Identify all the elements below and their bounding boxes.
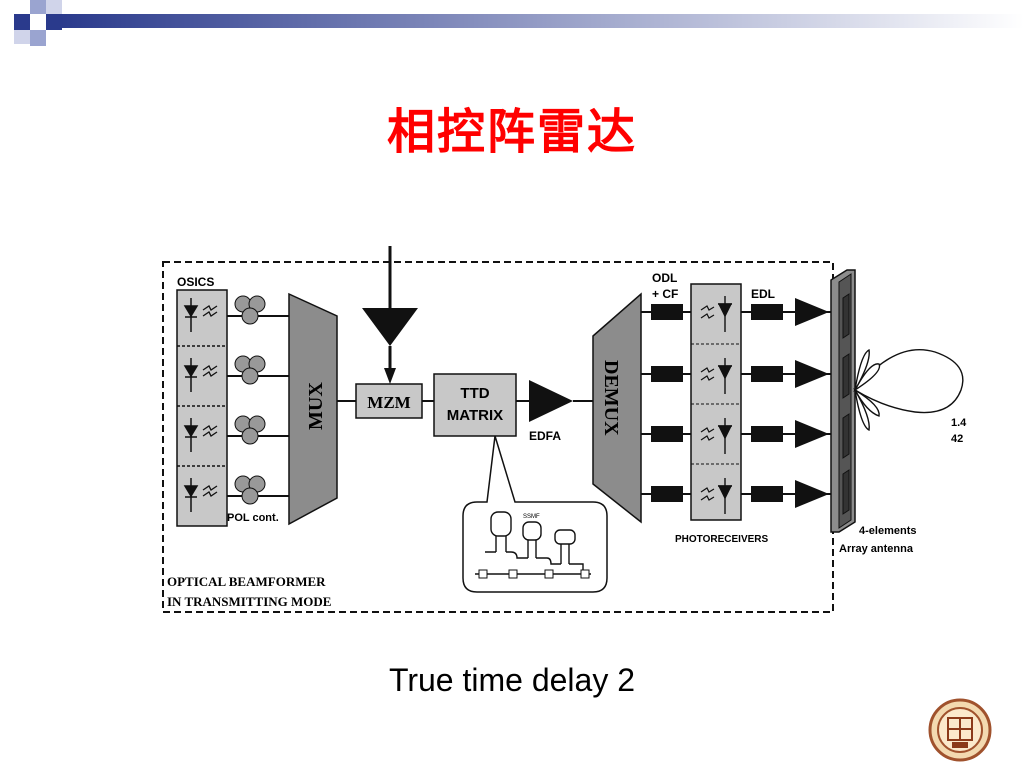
mode-label-1: OPTICAL BEAMFORMER (167, 574, 326, 589)
radiation-pattern (853, 348, 964, 432)
osics-box (176, 289, 228, 527)
ttd-label: TTD (460, 385, 489, 402)
photoreceivers-box (690, 283, 742, 521)
beamformer-enclosure (162, 261, 834, 613)
mux-block (288, 292, 338, 526)
electrical-delay-lines (751, 304, 783, 502)
rf-power-amplifiers (795, 298, 829, 508)
rf-amplifier-icon (362, 308, 418, 346)
mux-label: MUX (305, 382, 327, 430)
odl-label: ODL (652, 271, 677, 285)
edl-label: EDL (751, 287, 775, 301)
ttd-callout (462, 435, 608, 593)
slide-caption: True time delay 2 (388, 662, 636, 698)
slide-title: 相控阵雷达 (386, 104, 637, 160)
edfa-label: EDFA (529, 429, 561, 443)
template-corner-decoration (14, 0, 1024, 46)
laser-diodes (177, 298, 227, 512)
true-time-delay-diagram: OSICS POL cont. MUX MZM (162, 246, 967, 613)
ttd-matrix-box (433, 373, 517, 437)
matrix-label: MATRIX (447, 407, 503, 424)
university-seal-icon (928, 698, 992, 762)
mzm-label: MZM (367, 393, 410, 412)
antenna-label-2: Array antenna (839, 543, 914, 555)
pol-cont-label: POL cont. (227, 512, 279, 524)
edfa-amplifier-icon (529, 380, 573, 422)
photoreceivers-label: PHOTORECEIVERS (675, 534, 768, 545)
polarization-controllers (234, 295, 266, 505)
cut-off-text-2: 42 (951, 433, 963, 445)
output-branches (641, 311, 691, 495)
odl-cf-label: + CF (652, 287, 678, 301)
switch-boxes (478, 569, 590, 579)
antenna-label-1: 4-elements (859, 525, 916, 537)
mode-label-2: IN TRANSMITTING MODE (167, 594, 331, 609)
ssmf-label: SSMF (523, 514, 540, 520)
demux-label: DEMUX (600, 360, 622, 436)
demux-block (592, 292, 642, 524)
osics-label: OSICS (177, 275, 214, 289)
cut-off-text-1: 1.4 (951, 417, 967, 429)
antenna-patches (842, 293, 850, 515)
optical-delay-lines (651, 304, 683, 502)
fiber-delay-lines-icon (475, 511, 591, 575)
photodiode-icons (717, 296, 733, 514)
